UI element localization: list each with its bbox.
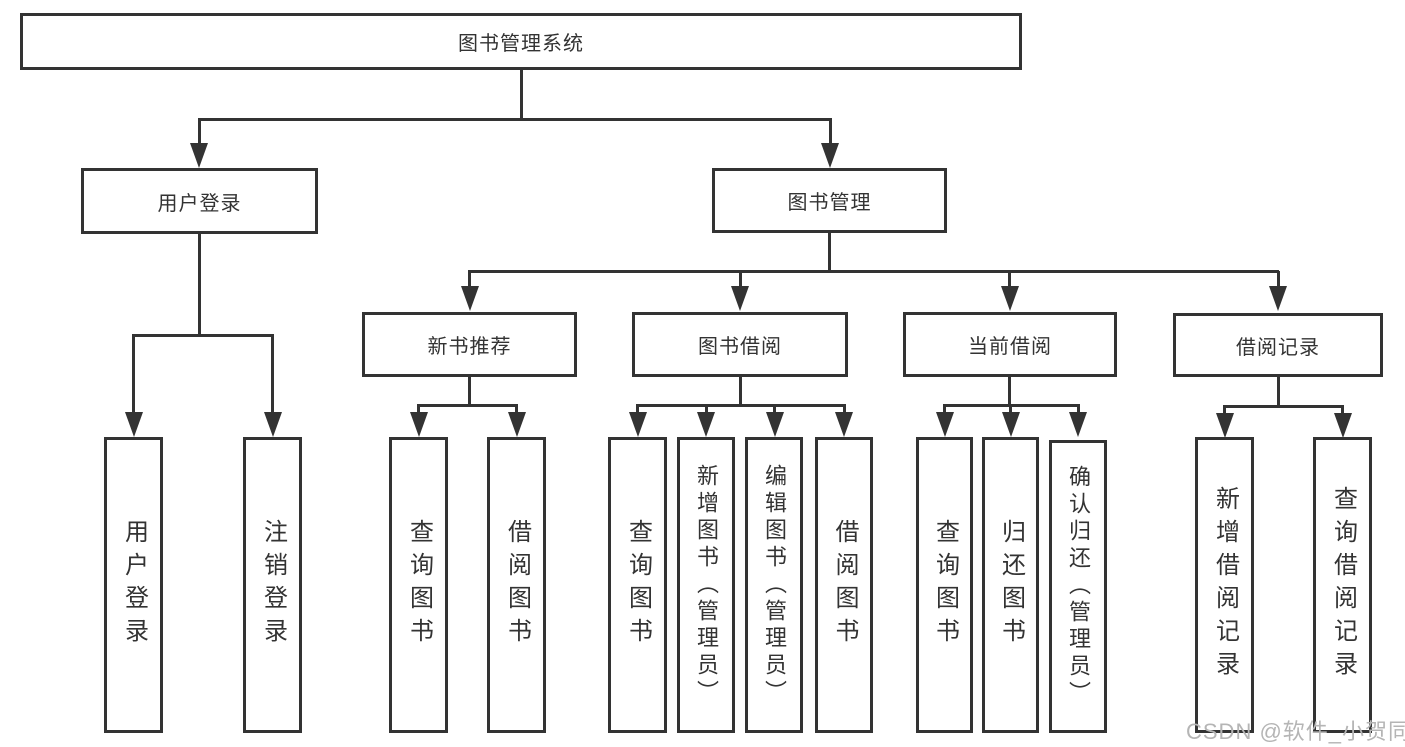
- leaf-return-book: 归还图书: [982, 437, 1039, 733]
- connector-borrow-record-rail: [1223, 405, 1344, 408]
- arrowhead-down-icon: [1069, 412, 1087, 437]
- arrowhead-down-icon: [731, 286, 749, 311]
- connector-drop-login-leaf: [132, 335, 135, 413]
- arrowhead-down-icon: [125, 412, 143, 437]
- connector-drop-query-book-2: [636, 405, 639, 415]
- connector-drop-add-book: [705, 405, 708, 415]
- connector-user-login-stem: [198, 234, 201, 337]
- connector-borrow-record-stem: [1277, 377, 1280, 407]
- leaf-logout: 注销登录: [243, 437, 302, 733]
- node-library-system: 图书管理系统: [20, 13, 1022, 70]
- arrowhead-down-icon: [821, 143, 839, 168]
- connector-level3-rail: [468, 270, 1279, 273]
- connector-book-mgmt-stem: [828, 233, 831, 273]
- node-borrowing-records-label: 借阅记录: [1236, 336, 1320, 359]
- connector-level2-rail: [198, 118, 832, 121]
- leaf-add-borrow-record-label: 新增借阅记录: [1211, 486, 1239, 684]
- leaf-return-book-label: 归还图书: [997, 519, 1025, 651]
- leaf-query-books-2: 查询图书: [608, 437, 667, 733]
- arrowhead-down-icon: [936, 412, 954, 437]
- connector-book-borrow-stem: [739, 377, 742, 406]
- connector-drop-new-book-rec: [468, 271, 471, 289]
- connector-new-book-rec-stem: [468, 377, 471, 406]
- node-current-borrowing-label: 当前借阅: [968, 336, 1052, 358]
- leaf-user-login-label: 用户登录: [120, 519, 148, 651]
- leaf-edit-book-admin-label: 编辑图书（管理员）: [762, 463, 787, 707]
- leaf-borrow-books-1-label: 借阅图书: [503, 519, 531, 651]
- connector-drop-current-borrow: [1008, 271, 1011, 289]
- node-library-system-label: 图书管理系统: [458, 33, 584, 55]
- leaf-query-books-3-label: 查询图书: [931, 519, 959, 651]
- leaf-query-borrow-record-label: 查询借阅记录: [1329, 486, 1357, 684]
- connector-drop-book-borrow: [739, 271, 742, 289]
- node-user-login: 用户登录: [81, 168, 318, 234]
- leaf-query-books-1: 查询图书: [389, 437, 448, 733]
- node-borrowing-records: 借阅记录: [1173, 313, 1383, 377]
- node-new-book-recommend: 新书推荐: [362, 312, 577, 377]
- leaf-borrow-books-2-label: 借阅图书: [831, 519, 858, 651]
- csdn-watermark: CSDN @软件_小贺同学: [1186, 719, 1405, 744]
- node-book-management-label: 图书管理: [787, 192, 872, 214]
- connector-drop-edit-book: [773, 405, 776, 415]
- arrowhead-down-icon: [697, 412, 715, 437]
- arrowhead-down-icon: [461, 286, 479, 311]
- leaf-confirm-return-admin-label: 确认归还（管理员）: [1066, 465, 1091, 708]
- leaf-logout-label: 注销登录: [259, 519, 287, 651]
- leaf-edit-book-admin: 编辑图书（管理员）: [745, 437, 803, 733]
- connector-new-book-rec-rail: [417, 404, 518, 407]
- node-new-book-recommend-label: 新书推荐: [427, 336, 512, 358]
- leaf-add-book-admin: 新增图书（管理员）: [677, 437, 735, 733]
- connector-drop-borrow-book-2: [843, 405, 846, 415]
- connector-drop-logout-leaf: [271, 335, 274, 413]
- leaf-query-books-3: 查询图书: [916, 437, 973, 733]
- arrowhead-down-icon: [1002, 412, 1020, 437]
- leaf-borrow-books-2: 借阅图书: [815, 437, 873, 733]
- arrowhead-down-icon: [1269, 286, 1287, 311]
- connector-current-borrow-stem: [1008, 377, 1011, 406]
- leaf-add-book-admin-label: 新增图书（管理员）: [694, 463, 719, 707]
- connector-drop-borrow-book-1: [515, 405, 518, 415]
- arrowhead-down-icon: [508, 412, 526, 437]
- connector-root-stem: [520, 70, 523, 120]
- connector-drop-return-book: [1009, 405, 1012, 415]
- arrowhead-down-icon: [1001, 286, 1019, 311]
- connector-drop-add-borrow-record: [1223, 406, 1226, 415]
- connector-user-login-rail: [132, 334, 274, 337]
- node-current-borrowing: 当前借阅: [903, 312, 1117, 377]
- node-user-login-label: 用户登录: [157, 192, 242, 215]
- connector-drop-query-book-3: [943, 405, 946, 415]
- arrowhead-down-icon: [1216, 413, 1234, 438]
- connector-drop-user-login: [198, 119, 201, 147]
- connector-drop-confirm-return: [1077, 405, 1080, 415]
- arrowhead-down-icon: [629, 412, 647, 437]
- node-book-management: 图书管理: [712, 168, 947, 233]
- connector-book-borrow-rail: [636, 404, 846, 407]
- arrowhead-down-icon: [766, 412, 784, 437]
- leaf-query-books-1-label: 查询图书: [405, 519, 433, 651]
- leaf-borrow-books-1: 借阅图书: [487, 437, 546, 733]
- arrowhead-down-icon: [410, 412, 428, 437]
- leaf-user-login: 用户登录: [104, 437, 163, 733]
- arrowhead-down-icon: [835, 412, 853, 437]
- connector-drop-borrow-record: [1277, 271, 1280, 289]
- connector-drop-query-borrow-record: [1341, 406, 1344, 415]
- leaf-add-borrow-record: 新增借阅记录: [1195, 437, 1254, 733]
- connector-drop-book-mgmt: [829, 119, 832, 147]
- arrowhead-down-icon: [1334, 413, 1352, 438]
- node-book-borrowing: 图书借阅: [632, 312, 848, 377]
- arrowhead-down-icon: [190, 143, 208, 168]
- node-book-borrowing-label: 图书借阅: [698, 336, 782, 358]
- leaf-confirm-return-admin: 确认归还（管理员）: [1049, 440, 1107, 733]
- leaf-query-books-2-label: 查询图书: [624, 519, 652, 651]
- leaf-query-borrow-record: 查询借阅记录: [1313, 437, 1372, 733]
- arrowhead-down-icon: [264, 412, 282, 437]
- connector-drop-query-book-1: [417, 405, 420, 415]
